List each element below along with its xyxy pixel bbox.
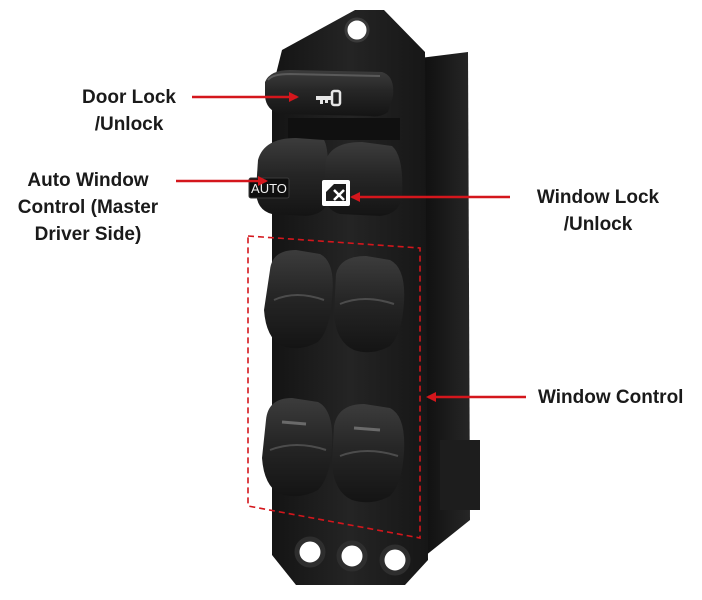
door-lock-switch[interactable] bbox=[265, 70, 394, 117]
door-lock-recess bbox=[288, 118, 400, 140]
auto-window-label-line3: Driver Side) bbox=[34, 224, 142, 245]
mounting-hole bbox=[344, 17, 370, 43]
window-switch-rear-right[interactable] bbox=[334, 256, 405, 353]
bottom-hole-left bbox=[294, 536, 326, 568]
window-control-highlight-box bbox=[247, 235, 421, 539]
bottom-hole-right bbox=[379, 544, 411, 576]
key-icon bbox=[316, 89, 342, 107]
window-lock-label-line1: Window Lock bbox=[536, 187, 660, 208]
door-lock-label: Door Lock /Unlock bbox=[66, 84, 192, 138]
auto-window-label: Auto Window Control (Master Driver Side) bbox=[0, 167, 176, 248]
door-lock-label-line1: Door Lock bbox=[82, 87, 176, 108]
window-control-label: Window Control bbox=[538, 384, 702, 411]
auto-window-label-line1: Auto Window bbox=[27, 170, 149, 191]
window-lock-icon bbox=[322, 180, 350, 206]
window-lock-label-line2: /Unlock bbox=[563, 214, 633, 235]
door-lock-label-line2: /Unlock bbox=[94, 114, 164, 135]
window-switch-rear-left[interactable] bbox=[264, 250, 333, 349]
switch-side-panel bbox=[420, 52, 470, 560]
auto-window-button[interactable] bbox=[256, 138, 329, 216]
window-switch-front-right[interactable] bbox=[332, 404, 405, 503]
auto-button-label: AUTO bbox=[251, 181, 287, 196]
bottom-hole-middle bbox=[336, 540, 368, 572]
window-control-label-line1: Window Control bbox=[538, 387, 684, 408]
side-connector-tab bbox=[440, 440, 480, 510]
window-switch-front-left[interactable] bbox=[262, 398, 333, 497]
auto-window-label-line2: Control (Master bbox=[17, 197, 159, 218]
window-lock-label: Window Lock /Unlock bbox=[516, 184, 680, 238]
